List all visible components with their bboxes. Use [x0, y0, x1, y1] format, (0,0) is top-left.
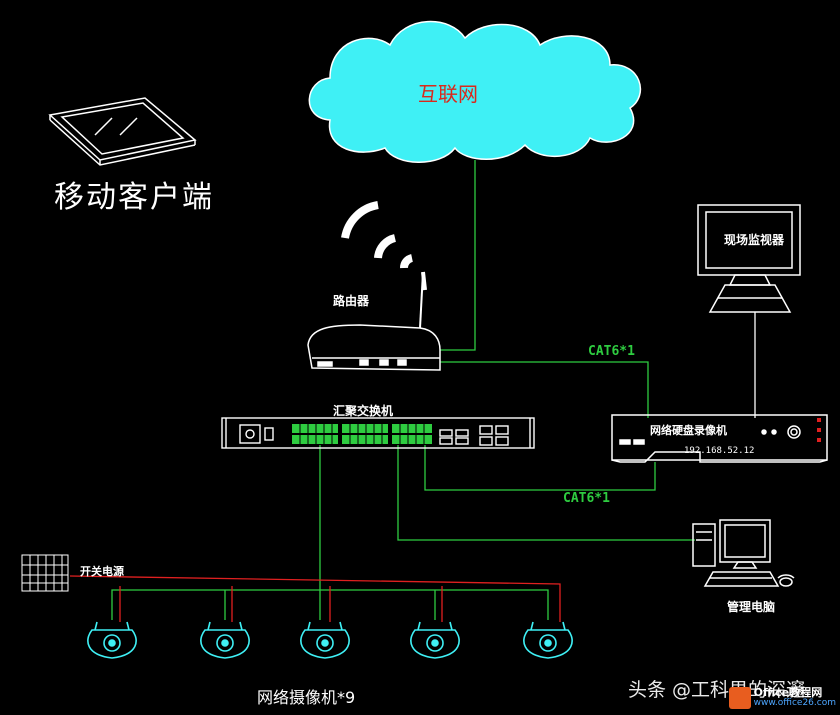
- wifi-signal-icon: [341, 201, 414, 269]
- mobile-client-label: 移动客户端: [54, 180, 214, 215]
- watermark-site: Office教程网: [753, 686, 823, 699]
- camera-1-icon: [87, 621, 137, 659]
- nvr-ip-label: 192.168.52.12: [684, 446, 755, 456]
- power-supply-label: 开关电源: [80, 565, 124, 578]
- router-icon: [307, 271, 441, 371]
- internet-label: 互联网: [418, 82, 478, 106]
- aggregation-switch-icon: [221, 417, 535, 449]
- camera-4-icon: [410, 621, 460, 659]
- monitor-label: 现场监视器: [724, 233, 785, 247]
- internet-cloud: [308, 20, 641, 163]
- aggregation-switch-label: 汇聚交换机: [333, 404, 394, 418]
- watermark-site-badge: Office教程网 www.office26.com: [728, 685, 836, 711]
- camera-3-icon: [300, 621, 350, 659]
- camera-5-icon: [523, 621, 573, 659]
- nvr-icon: [611, 414, 828, 463]
- office-logo-icon: [728, 687, 751, 709]
- management-pc-icon: [692, 519, 795, 587]
- router-label: 路由器: [333, 294, 370, 308]
- camera-2-icon: [200, 621, 250, 659]
- watermark-url: www.office26.com: [753, 698, 836, 708]
- monitor-icon: [697, 204, 801, 313]
- management-pc-label: 管理电脑: [727, 600, 776, 614]
- power-supply-icon: [21, 554, 69, 592]
- camera-icons: [87, 621, 573, 659]
- cable-label-top: CAT6*1: [588, 344, 635, 359]
- nvr-label: 网络硬盘录像机: [650, 424, 727, 437]
- cable-label-bottom: CAT6*1: [563, 491, 610, 506]
- network-cables: [69, 160, 756, 622]
- watermark-text: 头条 @工科男的深邃: [628, 679, 806, 701]
- cameras-label: 网络摄像机*9: [257, 688, 356, 707]
- tablet-icon: [48, 97, 197, 166]
